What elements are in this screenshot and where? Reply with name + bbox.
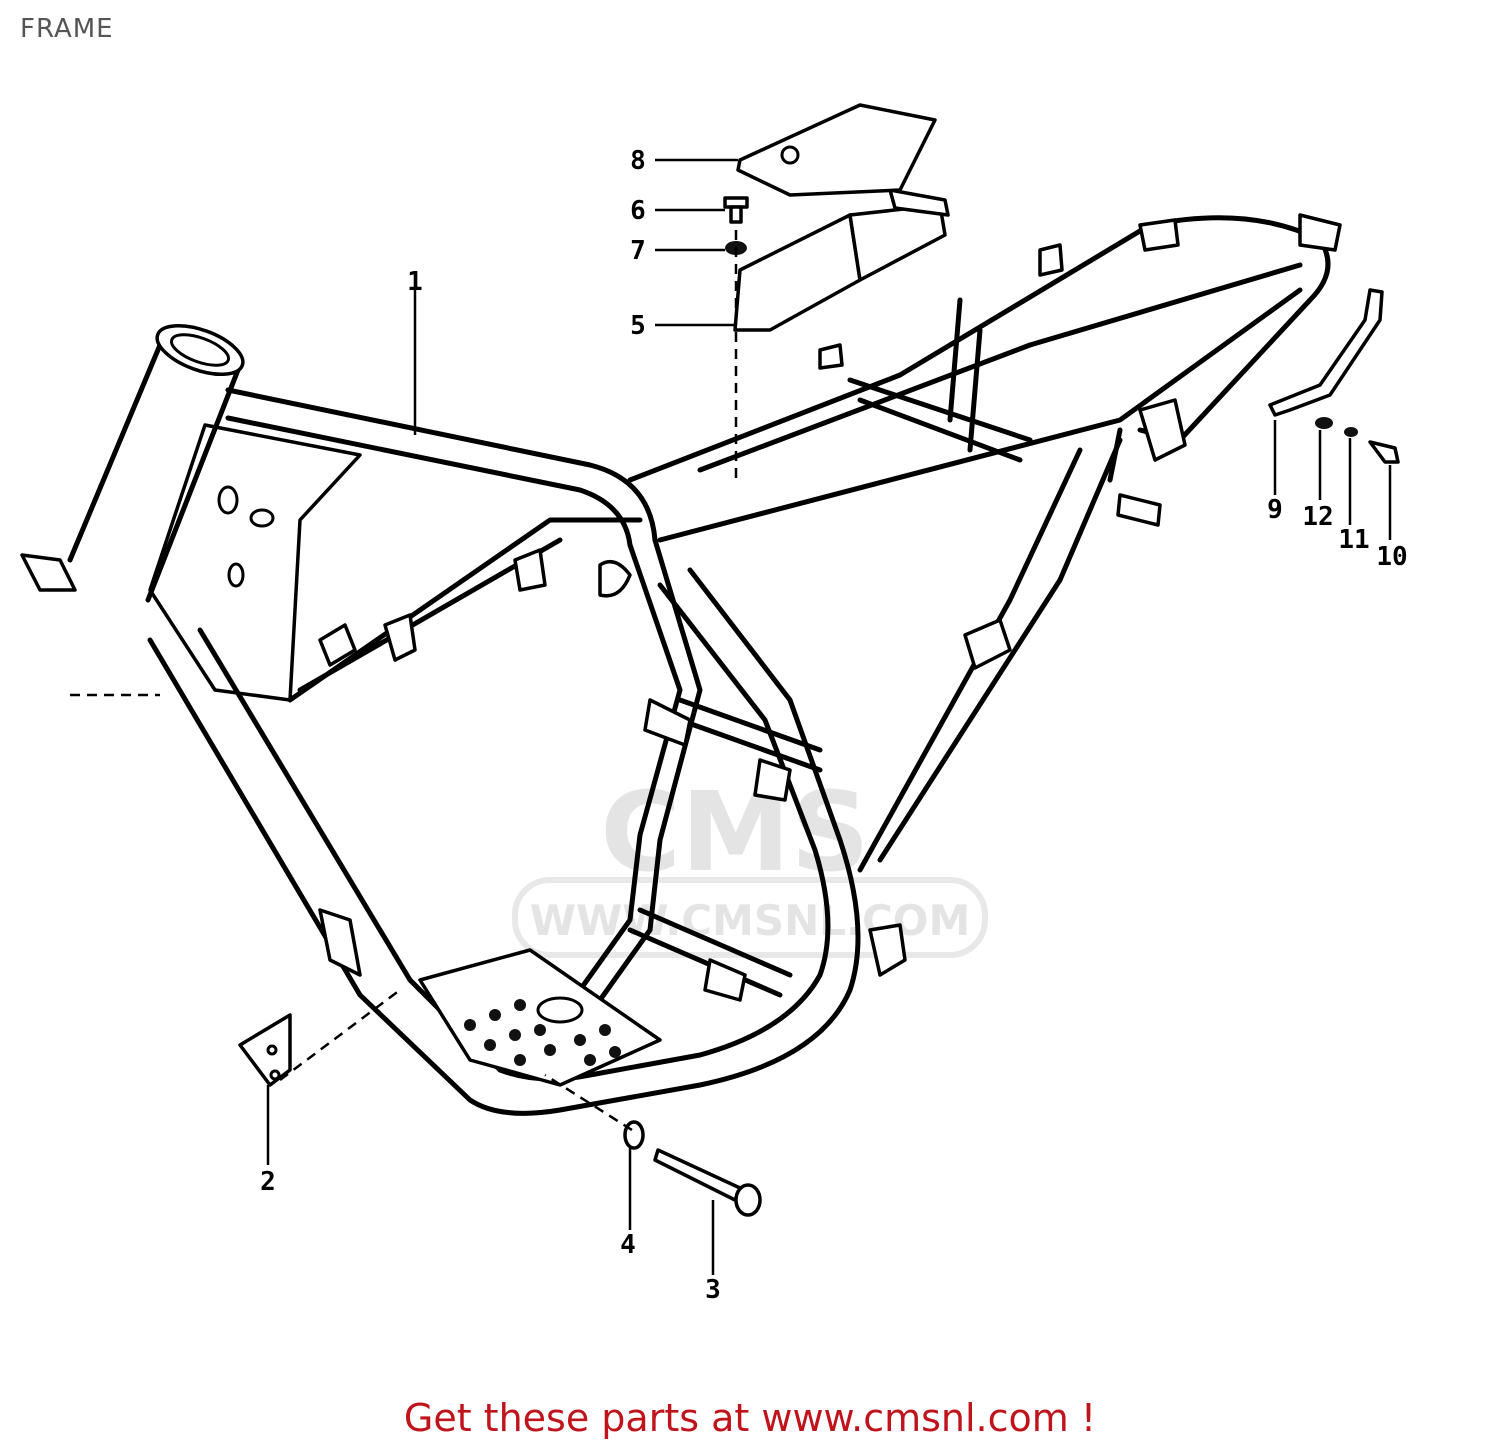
callout-7: 7: [630, 236, 646, 266]
leader-lines: [70, 158, 1392, 1275]
cover-part-8: [736, 103, 937, 197]
callout-6: 6: [630, 196, 646, 226]
callout-2: 2: [260, 1167, 276, 1197]
callout-5: 5: [630, 311, 646, 341]
page-title: FRAME: [20, 14, 114, 44]
footer-link[interactable]: Get these parts at www.cmsnl.com !: [403, 1396, 1097, 1440]
callout-8: 8: [630, 146, 646, 176]
washer-part-12: [1315, 417, 1333, 429]
callout-4: 4: [620, 1230, 636, 1260]
seat-bracket-part-5: [733, 188, 950, 332]
watermark-url: WWW.CMSNL.COM: [530, 896, 971, 945]
frame-main: [20, 213, 1342, 1116]
callout-1: 1: [407, 267, 423, 297]
watermark-logo: CMS: [600, 768, 869, 896]
stay-part-9: [1268, 288, 1384, 417]
callout-11: 11: [1338, 525, 1369, 555]
callout-3: 3: [705, 1275, 721, 1305]
cms-watermark: CMS WWW.CMSNL.COM: [512, 768, 988, 958]
callout-10: 10: [1376, 542, 1407, 572]
bolt-part-10: [1368, 440, 1400, 464]
callout-labels: 1 2 3 4 5 6 7 8 9 10 11 12: [260, 146, 1407, 1305]
bracket-part-2: [238, 1013, 292, 1087]
callout-9: 9: [1267, 495, 1283, 525]
callout-12: 12: [1302, 502, 1333, 532]
washer-part-11: [1344, 427, 1358, 437]
bolt-part-6: [723, 196, 749, 224]
bolt-part-3: [653, 1148, 762, 1217]
